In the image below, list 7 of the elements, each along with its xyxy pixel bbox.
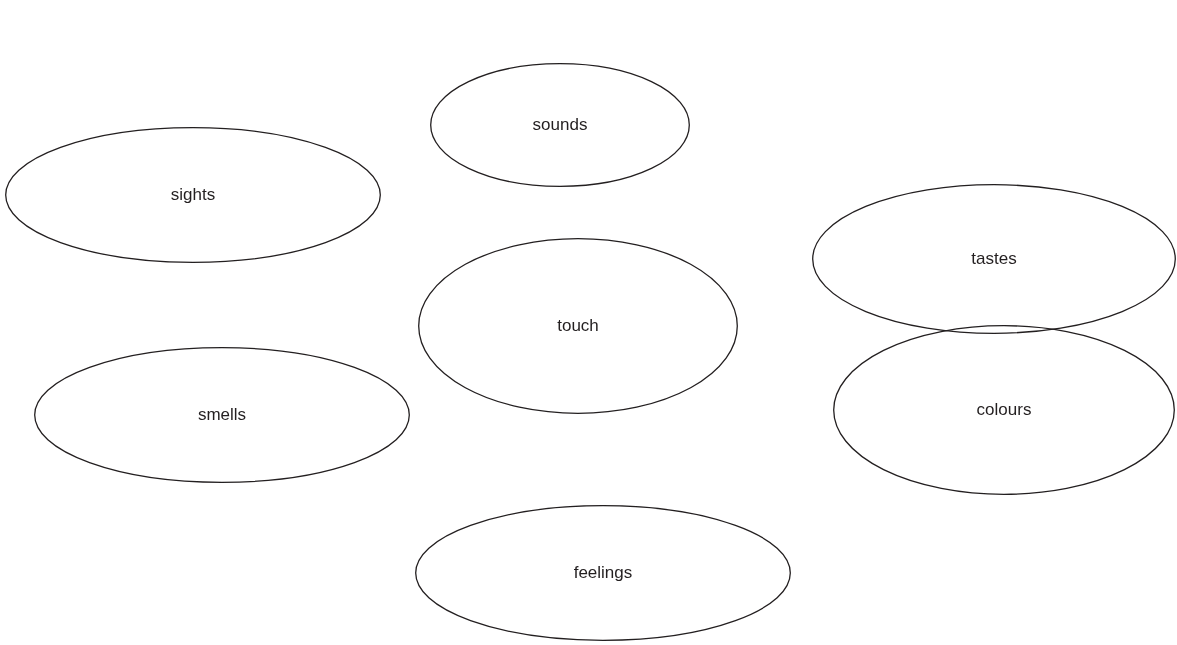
category-label: sights — [170, 185, 216, 205]
category-label: feelings — [573, 563, 633, 583]
category-label: sounds — [532, 115, 588, 135]
category-label: tastes — [971, 249, 1017, 269]
category-label: touch — [557, 316, 599, 336]
category-label: colours — [976, 400, 1032, 420]
category-label: smells — [197, 405, 247, 425]
